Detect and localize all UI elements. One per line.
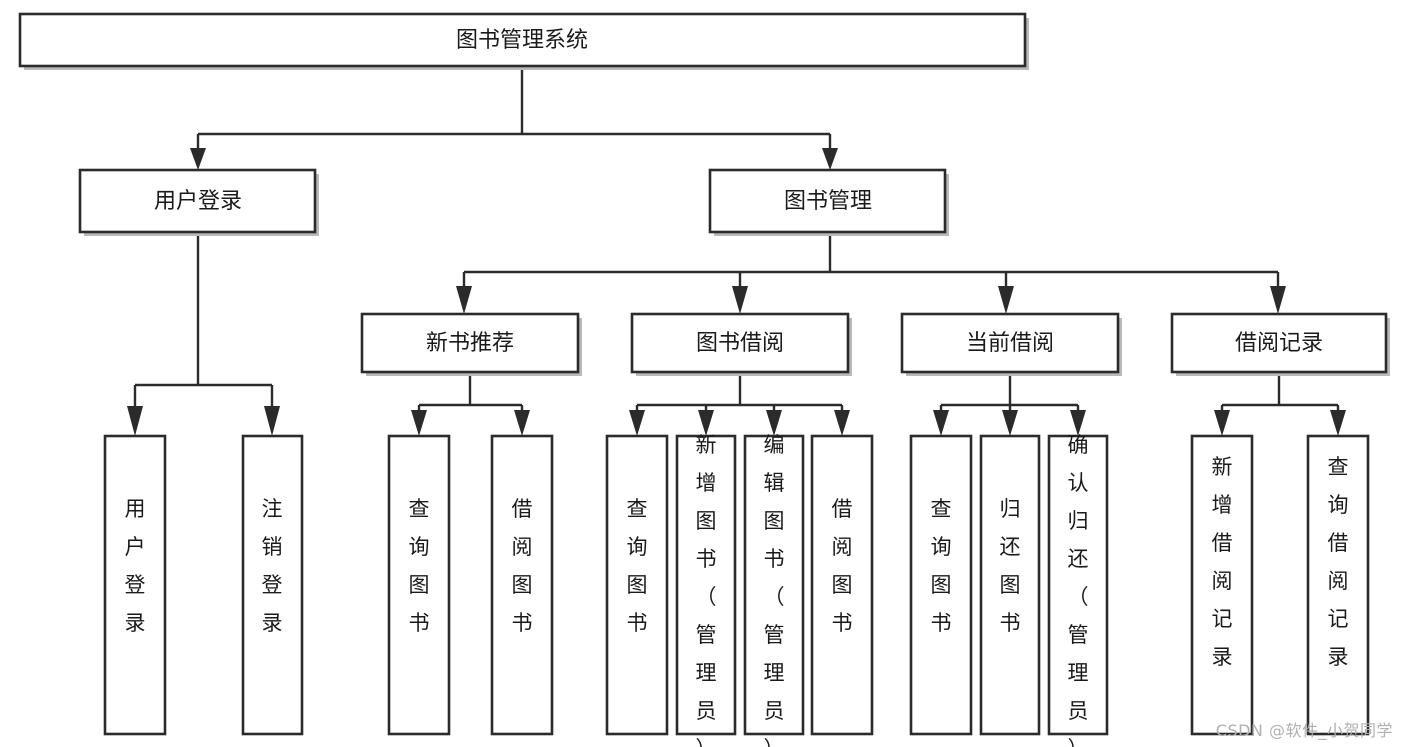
arrow-bookmgmt-to-current [998,286,1014,314]
node-current-box[interactable] [900,312,1120,374]
node-leaf-add-record[interactable]: 新增借阅记录 [1190,434,1254,736]
node-leaf-add-book[interactable]: 新增图书（管理员） [675,433,737,747]
arrow-borrow-to-leaf1 [629,410,645,436]
node-leaf-query-record-label: 查询借阅记录 [1328,455,1349,669]
node-leaf-confirm-return[interactable]: 确认归还（管理员） [1047,433,1109,747]
node-leaf-confirm-return-label: 确认归还（管理员） [1068,433,1089,747]
node-login-box[interactable] [78,168,317,234]
node-leaf-query-book-3[interactable]: 查询图书 [909,434,973,736]
node-leaf-borrow-book-2-box[interactable] [810,434,874,736]
node-leaf-add-record-box[interactable] [1190,434,1254,736]
arrow-bookmgmt-to-record [1270,286,1286,314]
node-leaf-add-record-label: 新增借阅记录 [1212,455,1233,669]
node-login[interactable]: 用户登录 [78,168,319,236]
node-leaf-borrow-book-1[interactable]: 借阅图书 [490,434,554,736]
arrow-record-to-leaf2 [1330,410,1346,436]
arrow-login-to-leaf1 [127,406,143,436]
node-leaf-query-record-box[interactable] [1306,434,1370,736]
node-leaf-borrow-book-2-label: 借阅图书 [832,497,853,635]
arrow-root-to-login [190,148,206,170]
node-leaf-query-book-3-label: 查询图书 [931,497,952,635]
arrow-newbook-to-leaf1 [411,410,427,436]
node-leaf-query-book-2[interactable]: 查询图书 [605,434,669,736]
arrow-current-to-leaf3 [1070,410,1086,436]
node-leaf-user-logout-box[interactable] [241,434,304,736]
node-current[interactable]: 当前借阅 [900,312,1122,376]
arrow-newbook-to-leaf2 [514,410,530,436]
node-leaf-return-book[interactable]: 归还图书 [979,434,1041,736]
node-leaf-user-login[interactable]: 用户登录 [103,434,167,736]
node-leaf-add-book-box[interactable] [675,434,737,736]
node-leaf-borrow-book-1-box[interactable] [490,434,554,736]
arrow-current-to-leaf1 [933,410,949,436]
node-leaf-borrow-book-1-label: 借阅图书 [512,497,533,635]
node-leaf-edit-book[interactable]: 编辑图书（管理员） [743,433,805,747]
node-root[interactable]: 图书管理系统 [18,12,1029,70]
node-leaf-query-book-1-box[interactable] [387,434,451,736]
node-leaf-query-book-2-label: 查询图书 [627,497,648,635]
node-leaf-user-login-label: 用户登录 [125,497,146,635]
arrow-login-to-leaf2 [264,406,280,436]
arrow-borrow-to-leaf2 [698,410,714,436]
node-borrow-box[interactable] [630,312,850,374]
node-leaf-return-book-box[interactable] [979,434,1041,736]
arrow-bookmgmt-to-borrow [732,286,748,314]
node-bookmgmt-label: 图书管理 [784,189,872,214]
node-leaf-edit-book-box[interactable] [743,434,805,736]
node-leaf-user-logout-label: 注销登录 [262,497,283,635]
node-leaf-query-record[interactable]: 查询借阅记录 [1306,434,1370,736]
node-current-label: 当前借阅 [966,331,1054,356]
edges-layer [127,66,1346,436]
arrow-borrow-to-leaf3 [766,410,782,436]
node-root-label: 图书管理系统 [456,28,588,53]
node-record-box[interactable] [1170,312,1388,374]
node-record-label: 借阅记录 [1235,331,1323,356]
node-leaf-query-book-1-label: 查询图书 [409,497,430,635]
node-bookmgmt-box[interactable] [708,168,947,234]
node-leaf-borrow-book-2[interactable]: 借阅图书 [810,434,874,736]
arrow-current-to-leaf2 [1002,410,1018,436]
node-leaf-add-book-label: 新增图书（管理员） [696,433,717,747]
node-leaf-query-book-3-box[interactable] [909,434,973,736]
node-newbook-label: 新书推荐 [426,331,514,356]
node-leaf-confirm-return-box[interactable] [1047,434,1109,736]
node-leaf-user-logout[interactable]: 注销登录 [241,434,304,736]
node-borrow-label: 图书借阅 [696,331,784,356]
arrow-bookmgmt-to-newbook [456,286,472,314]
node-leaf-query-book-1[interactable]: 查询图书 [387,434,451,736]
node-leaf-return-book-label: 归还图书 [1000,497,1021,635]
node-record[interactable]: 借阅记录 [1170,312,1390,376]
node-leaf-query-book-2-box[interactable] [605,434,669,736]
arrow-root-to-bookmgmt [822,148,838,170]
node-leaf-edit-book-label: 编辑图书（管理员） [764,433,785,747]
node-borrow[interactable]: 图书借阅 [630,312,852,376]
node-root-box[interactable] [18,12,1027,68]
node-newbook-box[interactable] [360,312,580,374]
arrow-borrow-to-leaf4 [834,410,850,436]
arrow-record-to-leaf1 [1214,410,1230,436]
node-newbook[interactable]: 新书推荐 [360,312,582,376]
node-bookmgmt[interactable]: 图书管理 [708,168,949,236]
node-login-label: 用户登录 [154,189,242,214]
node-leaf-user-login-box[interactable] [103,434,167,736]
